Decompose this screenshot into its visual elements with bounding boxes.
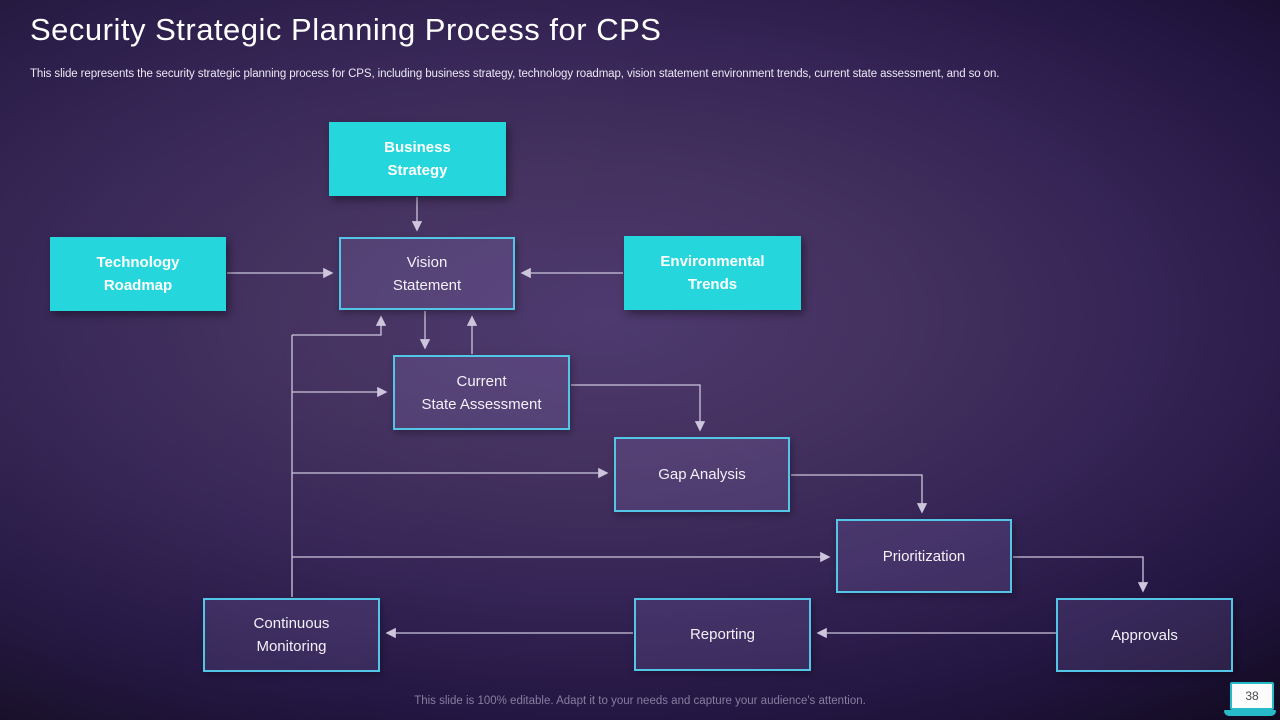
node-label: Reporting xyxy=(689,626,756,643)
node-label: Roadmap xyxy=(103,277,173,294)
editable-note: This slide is 100% editable. Adapt it to… xyxy=(414,695,866,707)
node-label: Technology xyxy=(96,254,180,271)
node-label: Environmental xyxy=(660,253,765,270)
laptop-base xyxy=(1224,710,1276,716)
node-environmental-trends[interactable]: Environmental Trends xyxy=(624,236,801,310)
node-label: Prioritization xyxy=(882,547,966,565)
node-business-strategy[interactable]: Business Strategy xyxy=(329,122,506,196)
edge-continuous-monitoring-to-vision-statement xyxy=(292,315,387,336)
node-label: Approvals xyxy=(1111,626,1178,644)
node-label: Business xyxy=(384,139,451,156)
node-approvals[interactable]: Approvals xyxy=(1056,598,1233,672)
edge-prioritization-to-approvals xyxy=(1013,556,1149,593)
node-reporting[interactable]: Reporting xyxy=(634,598,811,671)
node-prioritization[interactable]: Prioritization xyxy=(836,519,1012,593)
node-technology-roadmap[interactable]: Technology Roadmap xyxy=(50,237,226,311)
slide-subtitle: This slide represents the security strat… xyxy=(30,68,1000,80)
node-label: Monitoring xyxy=(256,638,327,655)
node-label: State Assessment xyxy=(421,395,542,413)
node-label: Strategy xyxy=(387,162,448,179)
page-title: Security Strategic Planning Process for … xyxy=(30,12,662,47)
node-gap-analysis[interactable]: Gap Analysis xyxy=(614,437,790,512)
node-label: Trends xyxy=(687,276,738,293)
node-current-state-assessment[interactable]: Current State Assessment xyxy=(393,355,570,430)
node-vision-statement[interactable]: Vision Statement xyxy=(339,237,515,310)
node-label: Gap Analysis xyxy=(658,466,746,483)
edge-current-state-assessment-to-gap-analysis xyxy=(571,384,706,432)
laptop-icon: 38 xyxy=(1224,682,1280,718)
node-label: Statement xyxy=(392,276,462,294)
node-continuous-monitoring[interactable]: Continuous Monitoring xyxy=(203,598,380,672)
edge-gap-analysis-to-prioritization xyxy=(791,474,928,514)
page-number: 38 xyxy=(1230,682,1274,710)
node-label: Vision xyxy=(406,253,448,271)
node-label: Current xyxy=(456,372,507,390)
node-label: Continuous xyxy=(253,615,330,632)
